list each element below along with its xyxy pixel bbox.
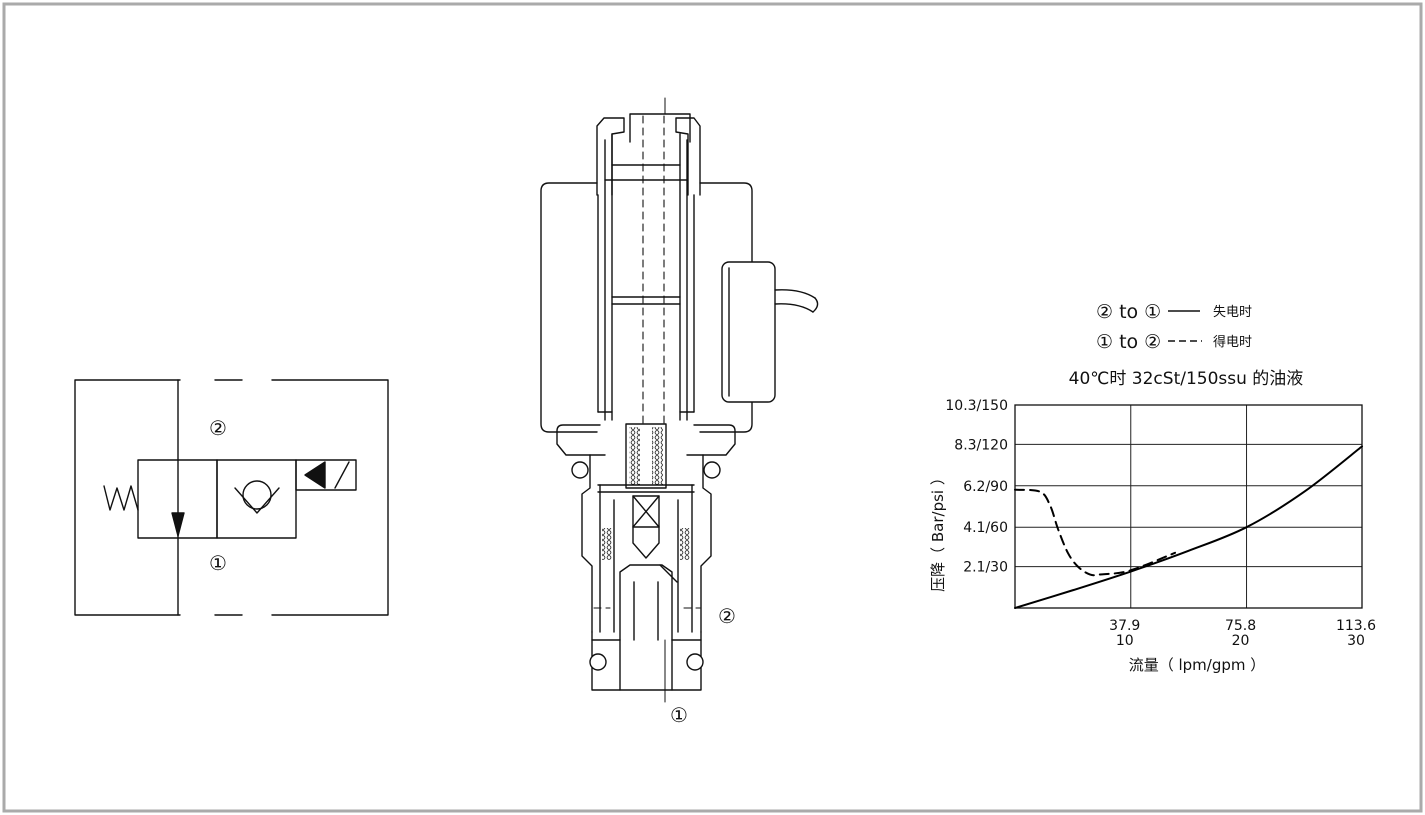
y-tick-label: 8.3/120 <box>954 437 1008 453</box>
pressure-drop-chart: ② to ① 失电时 ① to ② 得电时 40℃时 32cSt/150ssu … <box>929 301 1376 674</box>
x-tick-label-secondary: 30 <box>1347 633 1365 649</box>
y-tick-label: 4.1/60 <box>963 520 1008 536</box>
solenoid-triangle-icon <box>304 461 326 489</box>
chart-plot-area: 10.3/150 8.3/120 6.2/90 4.1/60 2.1/30 37.910 7… <box>945 398 1376 649</box>
x-tick-label: 113.6 <box>1336 618 1376 634</box>
pilot-spring <box>629 427 640 485</box>
symbol-frame-right <box>271 379 389 616</box>
flow-arrow-head-icon <box>171 512 185 537</box>
valve-body-left <box>581 454 593 633</box>
o-ring <box>703 461 721 479</box>
main-spring <box>602 528 612 560</box>
o-ring <box>686 653 704 671</box>
symbol-port-2-label: ② <box>209 416 227 440</box>
chart-title: 40℃时 32cSt/150ssu 的油液 <box>1069 369 1304 389</box>
solenoid-slash-icon <box>334 461 350 489</box>
legend-label-series-2: ① to ② <box>1096 331 1161 353</box>
symbol-frame-left <box>74 379 181 616</box>
coil-body-left <box>540 182 598 433</box>
solenoid-box <box>295 459 357 491</box>
main-spring <box>680 528 690 560</box>
check-ball-icon <box>242 480 272 510</box>
legend-note-series-1: 失电时 <box>1213 305 1252 320</box>
pilot-stem <box>632 495 660 528</box>
connector-box <box>721 261 776 403</box>
lead-wire-end <box>812 297 819 313</box>
pilot-stem-cross <box>632 495 660 528</box>
body-nut-left <box>556 424 606 456</box>
pilot-spring <box>652 427 663 485</box>
chart-legend: ② to ① 失电时 ① to ② 得电时 <box>1096 301 1252 353</box>
o-ring <box>571 461 589 479</box>
pilot-spring-housing <box>625 423 667 489</box>
section-port-2-label: ② <box>718 604 736 628</box>
pilot-orifice <box>659 564 678 583</box>
valve-body-right <box>700 454 712 633</box>
pilot-poppet-tip <box>632 526 660 559</box>
series-line-1 <box>1014 445 1363 609</box>
top-nut-right <box>675 117 701 196</box>
section-port-1-label: ① <box>670 703 688 727</box>
x-axis-label: 流量（ lpm/gpm ） <box>1129 656 1266 674</box>
main-poppet <box>619 564 673 641</box>
y-tick-label: 2.1/30 <box>963 560 1008 576</box>
hydraulic-symbol: ② ① <box>74 379 389 616</box>
plot-frame <box>1014 404 1363 609</box>
x-tick-label: 75.8 <box>1225 618 1256 634</box>
y-tick-label: 6.2/90 <box>963 479 1008 495</box>
x-tick-label-secondary: 20 <box>1232 633 1250 649</box>
lead-wire <box>774 289 816 313</box>
o-ring <box>589 653 607 671</box>
y-tick-label: 10.3/150 <box>945 398 1008 414</box>
legend-note-series-2: 得电时 <box>1213 334 1252 350</box>
symbol-port-1-label: ① <box>209 551 227 575</box>
valve-cross-section: ② ① <box>540 97 819 727</box>
body-nut-right <box>686 424 736 456</box>
x-tick-label-secondary: 10 <box>1116 633 1134 649</box>
check-seat-icon <box>234 487 280 514</box>
valve-envelope-check <box>216 459 297 539</box>
series-line-2 <box>1014 488 1177 577</box>
x-tick-label: 37.9 <box>1109 618 1140 634</box>
y-axis-label: 压降（ Bar/psi ） <box>929 470 947 592</box>
legend-label-series-1: ② to ① <box>1096 301 1161 323</box>
spring-icon <box>103 485 139 511</box>
top-cap <box>629 113 691 143</box>
